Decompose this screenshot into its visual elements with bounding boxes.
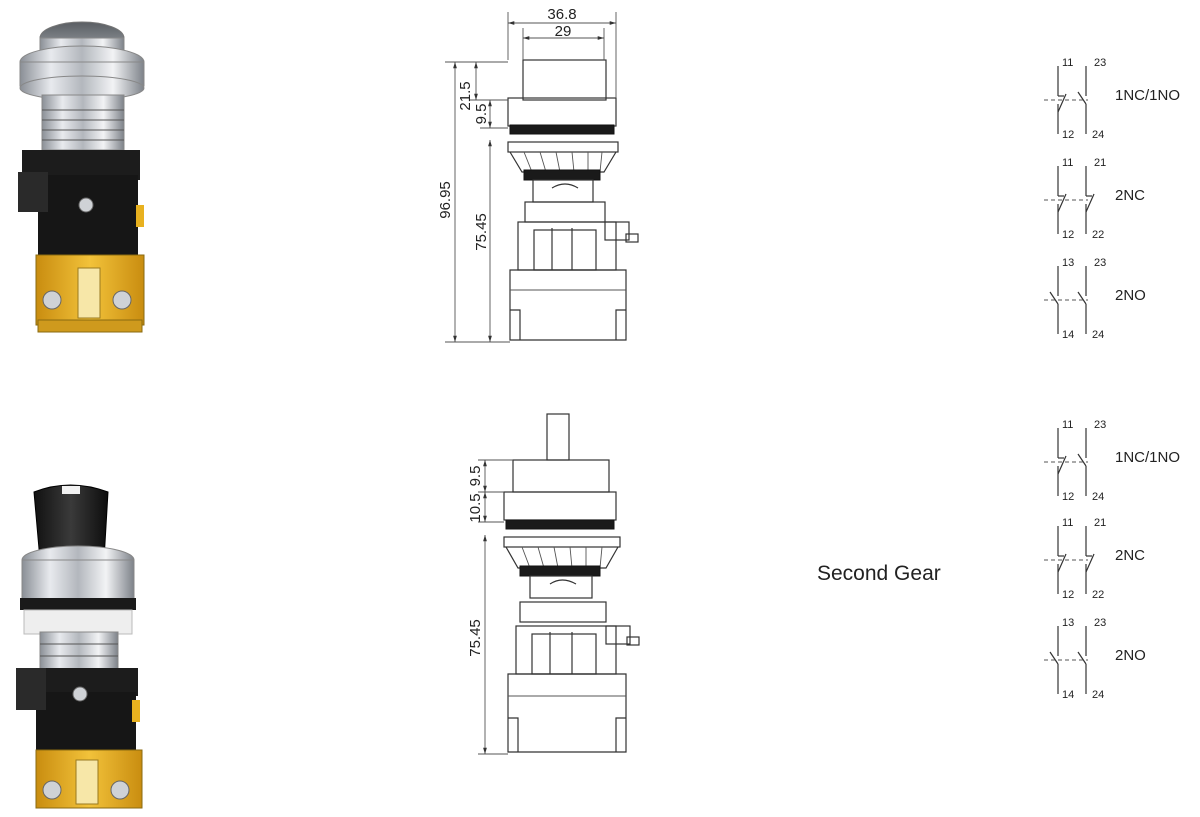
- terminal-number: 23: [1094, 419, 1106, 431]
- terminal-number: 22: [1092, 229, 1104, 241]
- gear-label: Second Gear: [817, 562, 941, 585]
- dim-width-inner: 29: [555, 23, 572, 40]
- terminal-number: 24: [1092, 129, 1104, 141]
- terminal-number: 11: [1062, 57, 1073, 69]
- terminal-number: 11: [1062, 517, 1073, 529]
- terminal-number: 21: [1094, 517, 1106, 529]
- terminal-number: 23: [1094, 257, 1106, 269]
- dim-height-total: 96.95: [437, 181, 454, 219]
- terminal-number: 24: [1092, 491, 1104, 503]
- terminal-number: 12: [1062, 229, 1074, 241]
- bottom-outline-drawing: [478, 413, 640, 755]
- terminal-number: 22: [1092, 589, 1104, 601]
- top-contact-1nc-1no: 11 23 12 24 1NC/1NO: [1044, 57, 1180, 141]
- terminal-number: 13: [1062, 257, 1074, 269]
- terminal-number: 21: [1094, 157, 1106, 169]
- push-button-photo: [18, 21, 145, 333]
- contact-label: 2NC: [1115, 187, 1145, 204]
- dim-height-bezel-bottom: 10.5: [467, 493, 484, 522]
- terminal-number: 12: [1062, 589, 1074, 601]
- terminal-number: 12: [1062, 491, 1074, 503]
- terminal-number: 24: [1092, 689, 1104, 701]
- terminal-number: 14: [1062, 689, 1074, 701]
- contact-label: 2NO: [1115, 287, 1146, 304]
- terminal-number: 24: [1092, 329, 1104, 341]
- dim-height-body: 75.45: [473, 213, 490, 251]
- dim-height-cap: 21.5: [457, 81, 474, 110]
- dim-width-outer: 36.8: [547, 6, 576, 23]
- top-contact-2nc: 11 21 12 22 2NC: [1044, 157, 1145, 241]
- bottom-contact-2nc: 11 21 12 22 2NC: [1044, 517, 1145, 601]
- terminal-number: 11: [1062, 419, 1073, 431]
- top-outline-drawing: [445, 12, 639, 343]
- dim-height-body-bottom: 75.45: [467, 619, 484, 657]
- contact-label: 1NC/1NO: [1115, 87, 1180, 104]
- dim-height-bezel: 9.5: [473, 104, 490, 125]
- contact-label: 2NC: [1115, 547, 1145, 564]
- terminal-number: 13: [1062, 617, 1074, 629]
- bottom-contact-1nc-1no: 11 23 12 24 1NC/1NO: [1044, 419, 1180, 503]
- terminal-number: 23: [1094, 617, 1106, 629]
- terminal-number: 14: [1062, 329, 1074, 341]
- contact-label: 1NC/1NO: [1115, 449, 1180, 466]
- selector-switch-photo: [16, 484, 143, 809]
- terminal-number: 12: [1062, 129, 1074, 141]
- terminal-number: 23: [1094, 57, 1106, 69]
- top-contact-2no: 13 23 14 24 2NO: [1044, 257, 1146, 341]
- contact-label: 2NO: [1115, 647, 1146, 664]
- contact-symbols: 11 23 12 24 1NC/1NO 11 21 12 22 2NC 13 23 14 24 2NO 11 2…: [1044, 57, 1180, 701]
- bottom-contact-2no: 13 23 14 24 2NO: [1044, 617, 1146, 701]
- dim-height-knob: 9.5: [467, 466, 484, 487]
- terminal-number: 11: [1062, 157, 1073, 169]
